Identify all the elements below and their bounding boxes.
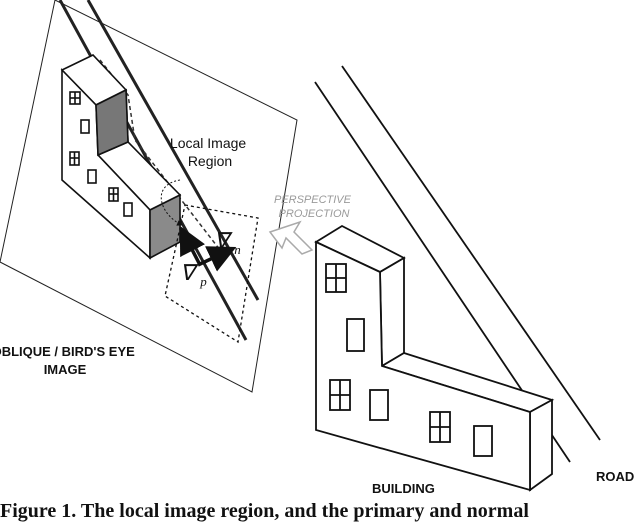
oblique-building: [60, 54, 182, 260]
grad-p-symbol: ∇: [180, 260, 199, 285]
svg-text:∇ p: ∇ p: [180, 260, 207, 289]
region-pointer: [160, 179, 183, 226]
svg-text:∇ n: ∇ n: [214, 228, 241, 257]
svg-text:Local Image Region: Local Image Region: [170, 135, 250, 169]
local-region-box: [164, 204, 259, 344]
local-region-label-line2: Region: [188, 153, 232, 169]
oblique-label-line1: OBLIQUE / BIRD'S EYE: [0, 344, 135, 359]
grad-p-arrow: [179, 225, 206, 266]
svg-text:OBLIQUE / BIRD'S EYE IMAGE: OBLIQUE / BIRD'S EYE IMAGE: [0, 344, 138, 377]
building-label: BUILDING: [372, 481, 435, 496]
figure-caption: Figure 1. The local image region, and th…: [0, 500, 529, 522]
oblique-image-panel: [0, 0, 298, 393]
grad-n-subscript: n: [234, 242, 241, 257]
perspective-label-line1: PERSPECTIVE: [274, 194, 352, 206]
svg-text:PERSPECTIVE PROJECTION: PERSPECTIVE PROJECTION: [274, 194, 354, 220]
local-region-label-line1: Local Image: [170, 135, 246, 151]
grad-n-symbol: ∇: [214, 228, 233, 253]
grad-n-arrow: [197, 246, 237, 272]
oblique-label-line2: IMAGE: [44, 362, 87, 377]
ground-building: [314, 224, 555, 492]
projection-arrow: [268, 220, 314, 255]
perspective-label-line2: PROJECTION: [279, 208, 350, 220]
grad-p-subscript: p: [199, 274, 207, 289]
road-label: ROAD: [596, 469, 634, 484]
